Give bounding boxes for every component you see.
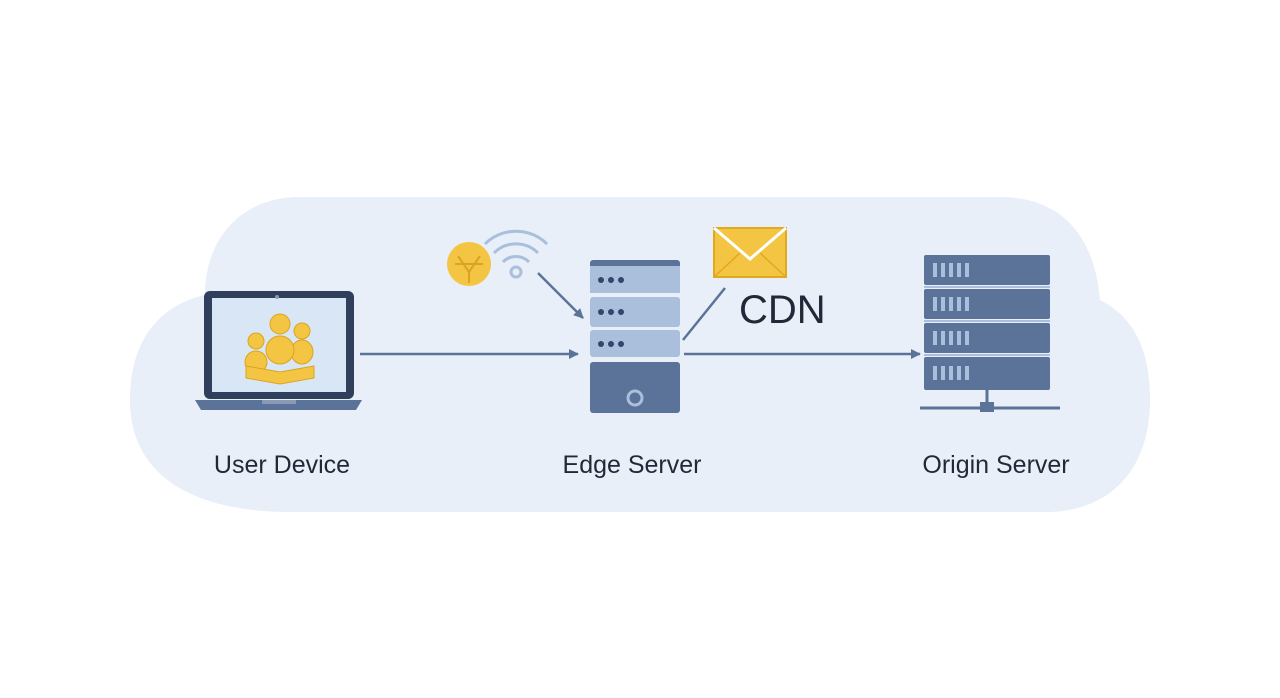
- origin-server-label: Origin Server: [922, 451, 1070, 479]
- edge-server-label: Edge Server: [562, 451, 702, 479]
- rack-server-icon: [920, 255, 1060, 412]
- user-device-label: User Device: [213, 451, 351, 479]
- users-group-icon: [244, 313, 315, 385]
- connector-edge-to-cdn: [682, 287, 726, 341]
- laptop-with-users-icon: [195, 291, 362, 410]
- arrow-wifi-to-edge: [537, 272, 584, 319]
- server-stack-icon: [590, 260, 680, 413]
- antenna-wifi-icon: [447, 229, 549, 286]
- envelope-icon: [713, 226, 787, 278]
- cdn-label: CDN: [739, 288, 826, 332]
